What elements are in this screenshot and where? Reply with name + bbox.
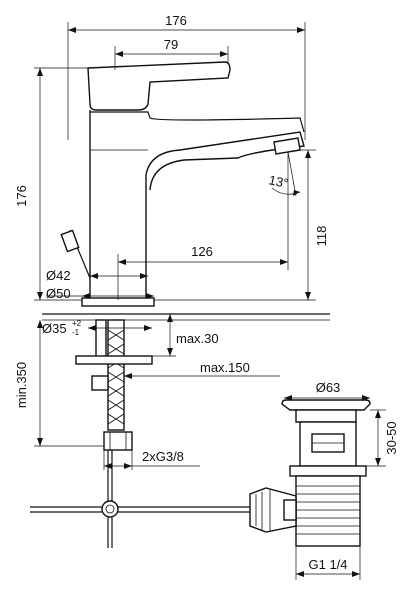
dim-spout-height: 118 xyxy=(314,226,329,247)
dim-max-offset: max.150 xyxy=(200,360,250,375)
dimension-lines xyxy=(34,22,386,580)
braided-hose xyxy=(107,319,125,431)
dim-waste-plug-diameter: Ø63 xyxy=(316,380,341,395)
hose-connector xyxy=(103,431,133,451)
dimension-labels: 176 79 176 118 126 13° Ø42 Ø50 Ø35 +2 -1… xyxy=(14,13,399,572)
waste-thread xyxy=(295,475,361,547)
dim-overall-height: 176 xyxy=(14,185,29,207)
dim-max-deck-thickness: max.30 xyxy=(176,331,219,346)
lever-handle xyxy=(87,61,231,111)
mounting-stud xyxy=(95,319,107,361)
faucet-body xyxy=(30,61,330,548)
popup-knob xyxy=(60,229,80,253)
dim-lever-length: 79 xyxy=(164,37,178,52)
fixing-nut xyxy=(91,375,109,391)
body-and-spout xyxy=(89,110,305,301)
fixing-plate xyxy=(75,355,153,365)
dim-overall-width: 176 xyxy=(165,13,187,28)
dim-base-diameter-42: Ø42 xyxy=(46,268,71,283)
rod-clamp xyxy=(101,500,119,518)
dim-spout-angle: 13° xyxy=(267,172,289,191)
dim-hole-tol-lower: -1 xyxy=(72,328,80,337)
dim-hole-tol-upper: +2 xyxy=(72,319,82,328)
side-connector xyxy=(249,487,297,533)
waste-assembly xyxy=(249,399,371,547)
dim-hole-diameter: Ø35 xyxy=(42,321,67,336)
dim-waste-thread: G1 1/4 xyxy=(308,557,347,572)
plug-head xyxy=(281,399,371,411)
dim-spout-reach: 126 xyxy=(191,244,213,259)
dim-min-hose-length: min.350 xyxy=(14,362,29,408)
dim-base-diameter-50: Ø50 xyxy=(46,286,71,301)
dim-supply-connection: 2xG3/8 xyxy=(142,449,184,464)
dim-waste-range: 30-50 xyxy=(384,421,399,454)
